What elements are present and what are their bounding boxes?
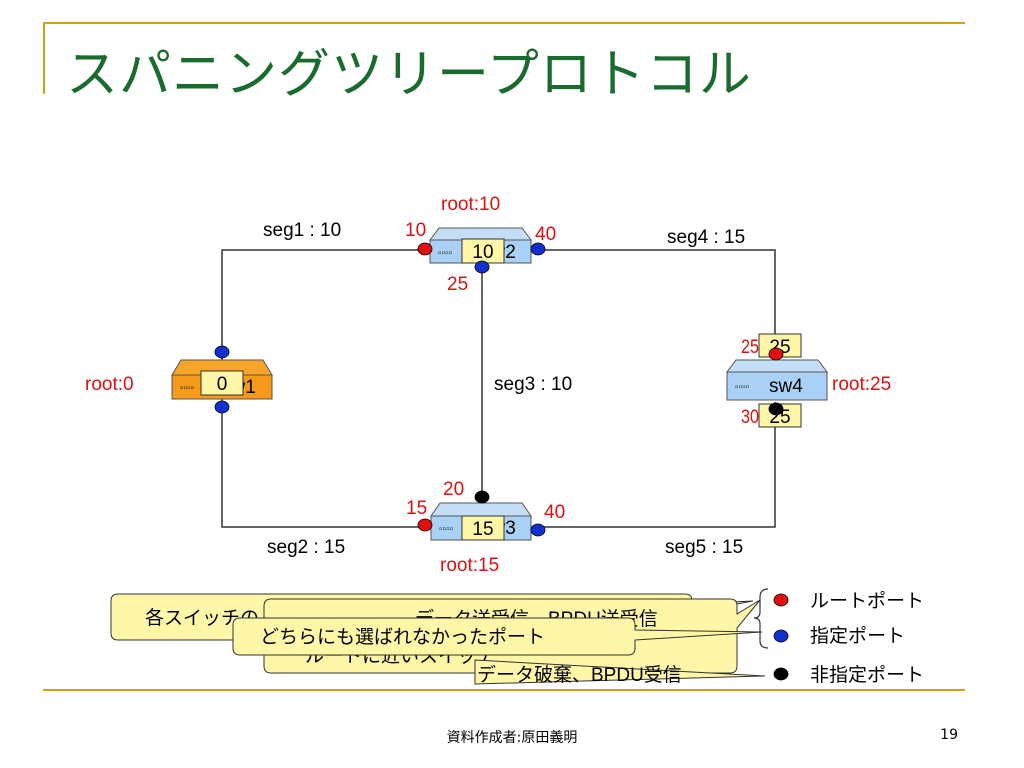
sw3-top-cost: 20 (443, 479, 464, 500)
footer-author: 資料作成者:原田義明 (446, 730, 578, 746)
sw4-top-cost: 25 (741, 337, 759, 358)
legend-bracket (753, 588, 769, 649)
sw2-left-cost: 10 (405, 220, 426, 241)
callout-4: データ破棄、BPDU受信 (474, 659, 766, 686)
seg1-line (221, 249, 435, 370)
svg-text:▫▫▫▫: ▫▫▫▫ (180, 383, 194, 394)
legend: ルートポート 指定ポート 非指定ポート (773, 590, 924, 686)
title-accent-vertical (43, 22, 45, 94)
sw2-left-port-dot (417, 242, 433, 256)
seg5-line (530, 402, 776, 528)
seg5-label: seg5 : 15 (665, 537, 743, 558)
sw2-right-cost: 40 (535, 224, 556, 245)
seg3-label: seg3 : 10 (494, 374, 572, 395)
seg2-label: seg2 : 15 (267, 537, 345, 558)
sw3-right-cost: 40 (544, 502, 565, 523)
sw1-badge: 0 (217, 374, 228, 395)
sw1-bottom-port-dot (214, 400, 230, 414)
svg-text:▫▫▫▫: ▫▫▫▫ (735, 382, 749, 393)
sw1-root-label: root:0 (85, 374, 134, 395)
callout-4-text: データ破棄、BPDU受信 (477, 664, 682, 686)
callout-3: どちらにも選ばれなかったポート (232, 617, 763, 656)
legend-designated-port-dot (773, 629, 789, 643)
svg-text:▫▫▫▫: ▫▫▫▫ (438, 248, 452, 259)
svg-text:▫▫▫▫: ▫▫▫▫ (439, 524, 453, 535)
sw2-right-port-dot (530, 242, 546, 256)
seg2-line (221, 398, 435, 528)
sw2-root-label: root:10 (441, 194, 500, 215)
sw4-bottom-port-dot (768, 402, 784, 416)
title-accent-horizontal (43, 22, 965, 24)
page-number: 19 (940, 727, 958, 743)
switch-sw1: ▫▫▫▫ sw1 0 (171, 359, 273, 400)
seg4-label: seg4 : 15 (667, 227, 745, 248)
sw2-bottom-port-dot (474, 260, 490, 274)
legend-root-port-label: ルートポート (810, 590, 924, 612)
callout-1-text: 各スイッチの (145, 607, 259, 629)
switch-sw4: ▫▫▫▫ sw4 (726, 359, 828, 401)
sw2-badge: 10 (472, 242, 493, 263)
slide-title: スパニングツリープロトコル (66, 45, 752, 105)
sw1-top-port-dot (214, 345, 230, 359)
sw4-bottom-cost: 30 (741, 407, 759, 428)
sw3-badge: 15 (472, 519, 493, 540)
sw3-left-port-dot (417, 518, 433, 532)
callout-3-text: どちらにも選ばれなかったポート (260, 626, 545, 648)
sw4-name: sw4 (769, 376, 803, 397)
seg4-line (530, 249, 776, 368)
seg1-label: seg1 : 10 (263, 220, 341, 241)
sw4-root-label: root:25 (832, 374, 891, 395)
sw3-left-cost: 15 (406, 498, 427, 519)
legend-designated-port-label: 指定ポート (810, 625, 905, 647)
sw3-right-port-dot (530, 523, 546, 537)
sw4-top-port-dot (768, 347, 784, 361)
sw3-root-label: root:15 (440, 555, 499, 576)
sw2-bottom-cost: 25 (447, 274, 468, 295)
footer-accent-line (43, 689, 965, 691)
switch-sw3: ▫▫▫▫ sw3 15 (430, 502, 532, 541)
legend-blocked-port-dot (773, 667, 789, 681)
switch-sw2: ▫▫▫▫ sw2 10 (429, 227, 532, 264)
sw3-top-port-dot (474, 490, 490, 504)
legend-blocked-port-label: 非指定ポート (810, 664, 924, 686)
legend-root-port-dot (773, 593, 789, 607)
